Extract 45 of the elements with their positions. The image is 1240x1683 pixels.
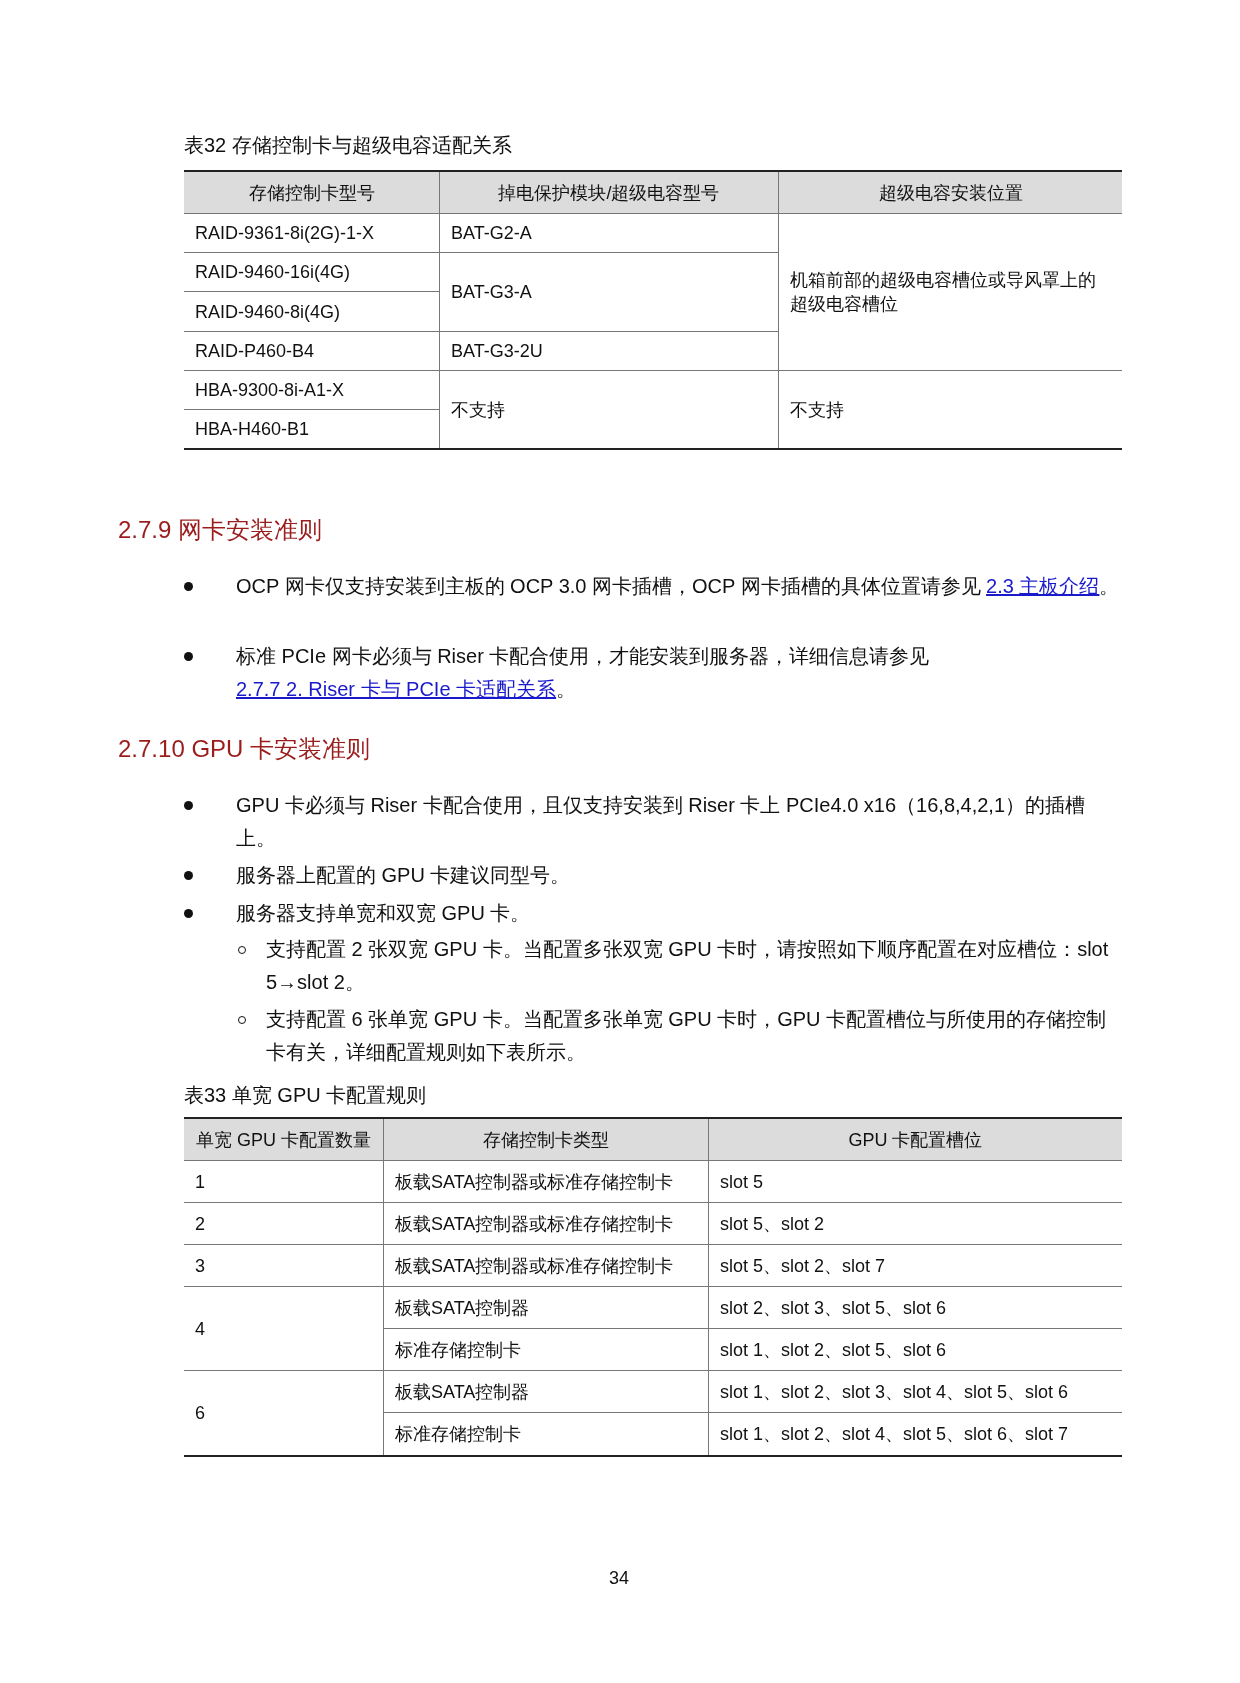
section-heading: 2.7.10 GPU 卡安装准则 <box>118 734 371 764</box>
table-cell: 4 <box>184 1287 384 1371</box>
bullet-text: GPU 卡必须与 Riser 卡配合使用，且仅支持安装到 Riser 卡上 PCIe4.0 x16（16,8,4,2,1）的插槽上。 <box>236 793 1087 851</box>
page-number: 34 <box>609 1568 630 1589</box>
table-cell: 板载SATA控制器 <box>384 1371 709 1413</box>
bullet-text: 支持配置 2 张双宽 GPU 卡。当配置多张双宽 GPU 卡时，请按照如下顺序配置在对应槽位：slot 5→slot 2。 <box>266 937 1110 995</box>
bullet-text: 服务器上配置的 GPU 卡建议同型号。 <box>236 863 572 888</box>
table-cell: 板载SATA控制器或标准存储控制卡 <box>384 1161 709 1203</box>
table-cell: RAID-P460-B4 <box>184 332 440 371</box>
table-cell: RAID-9460-16i(4G) <box>184 253 440 292</box>
table-header-cell: 掉电保护模块/超级电容型号 <box>440 172 779 214</box>
table-cell: slot 1、slot 2、slot 5、slot 6 <box>709 1329 1122 1371</box>
table-cell: slot 5、slot 2 <box>709 1203 1122 1245</box>
table-cell: 板载SATA控制器或标准存储控制卡 <box>384 1203 709 1245</box>
table-cell: BAT-G2-A <box>440 214 779 253</box>
table-cell: RAID-9361-8i(2G)-1-X <box>184 214 440 253</box>
table-header-cell: 存储控制卡类型 <box>384 1119 709 1161</box>
table-cell: slot 1、slot 2、slot 3、slot 4、slot 5、slot 6 <box>709 1371 1122 1413</box>
table-cell: 2 <box>184 1203 384 1245</box>
table-cell: 标准存储控制卡 <box>384 1329 709 1371</box>
table-cell: 3 <box>184 1245 384 1287</box>
table-caption: 表33 单宽 GPU 卡配置规则 <box>184 1083 427 1108</box>
table-cell: 板载SATA控制器 <box>384 1287 709 1329</box>
link: 2.7.7 2. Riser 卡与 PCIe 卡适配关系 <box>236 678 557 700</box>
link: 2.3 主板介绍 <box>986 575 1100 597</box>
bullet-text: 标准 PCIe 网卡必须与 Riser 卡配合使用，才能安装到服务器，详细信息请参见 2.7.7 2. Riser 卡与 PCIe 卡适配关系。 <box>236 644 931 702</box>
table-caption: 表32 存储控制卡与超级电容适配关系 <box>184 133 512 158</box>
table-cell: slot 2、slot 3、slot 5、slot 6 <box>709 1287 1122 1329</box>
table-header-cell: 存储控制卡型号 <box>184 172 440 214</box>
bullet-text: 服务器支持单宽和双宽 GPU 卡。 <box>236 901 532 926</box>
bullet-text: OCP 网卡仅支持安装到主板的 OCP 3.0 网卡插槽，OCP 网卡插槽的具体位置请参见 2.3 主板介绍。 <box>236 574 1121 599</box>
table-header-cell: GPU 卡配置槽位 <box>709 1119 1122 1161</box>
table-cell: 板载SATA控制器或标准存储控制卡 <box>384 1245 709 1287</box>
table-cell: 机箱前部的超级电容槽位或导风罩上的超级电容槽位 <box>779 214 1122 371</box>
table-header-cell: 超级电容安装位置 <box>779 172 1122 214</box>
table-cell: BAT-G3-A <box>440 253 779 332</box>
table-cell: RAID-9460-8i(4G) <box>184 292 440 332</box>
table-cell: 1 <box>184 1161 384 1203</box>
table-header-cell: 单宽 GPU 卡配置数量 <box>184 1119 384 1161</box>
table-cell: slot 5 <box>709 1161 1122 1203</box>
table-cell: slot 5、slot 2、slot 7 <box>709 1245 1122 1287</box>
table-cell: HBA-9300-8i-A1-X <box>184 371 440 410</box>
bullet-text: 支持配置 6 张单宽 GPU 卡。当配置多张单宽 GPU 卡时，GPU 卡配置槽位与所使用的存储控制卡有关，详细配置规则如下表所示。 <box>266 1007 1108 1065</box>
table-cell: BAT-G3-2U <box>440 332 779 371</box>
section-heading: 2.7.9 网卡安装准则 <box>118 515 323 545</box>
